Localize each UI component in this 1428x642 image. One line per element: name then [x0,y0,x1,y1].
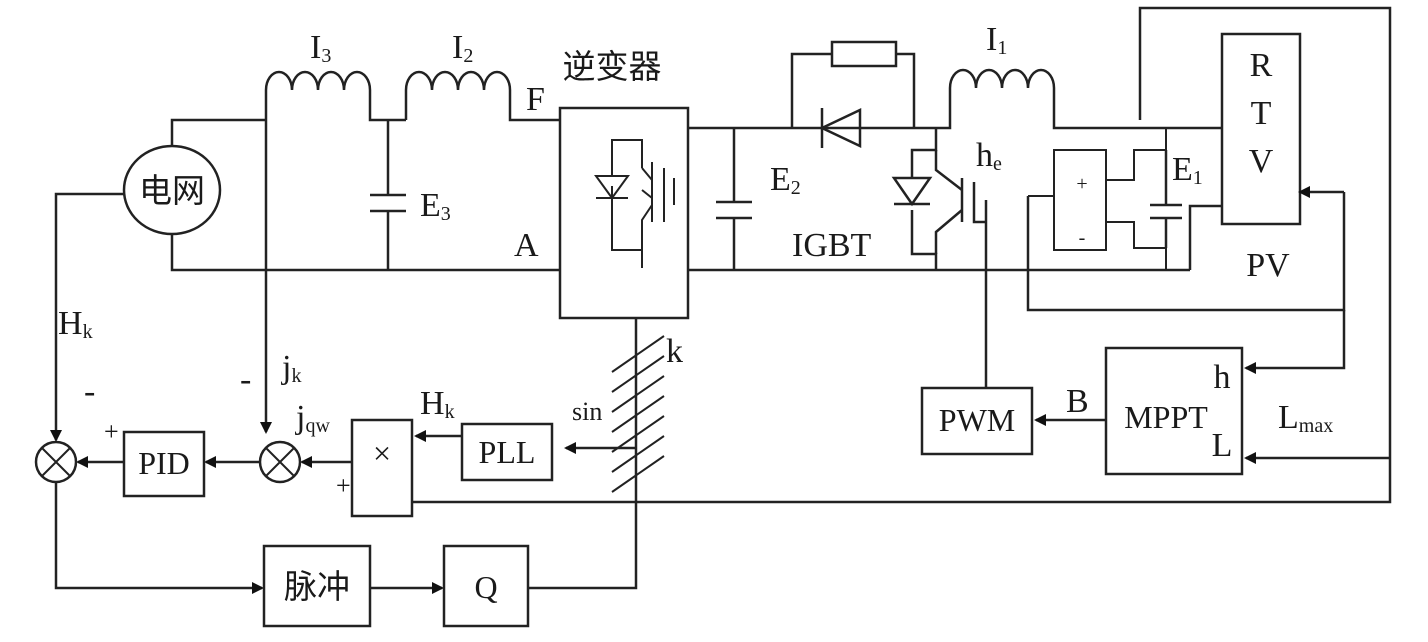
k-label: k [666,333,683,370]
hk-mid-label: Hk [420,385,455,423]
k-sensor-hatch [611,335,665,493]
inverter-title: 逆变器 [563,49,662,86]
inductor-i1 [936,68,1222,130]
summer-jk [258,440,302,484]
minus-left-sign: - [84,373,95,410]
q-block: Q [442,544,530,628]
pulse-label: 脉冲 [284,569,350,606]
f-label: F [526,81,545,118]
igbt-label: IGBT [792,227,872,264]
i3-label: I3 [310,29,331,67]
a-label: A [514,227,539,264]
q-label: Q [474,569,497,605]
pwm-label: PWM [939,402,1015,438]
pv-feedback-wire [1026,192,1346,312]
lmax-loop-wire [412,6,1392,504]
igbt-switch [891,128,988,356]
pwm-block: PWM [920,386,1034,456]
pll-block: PLL [460,422,554,482]
multiplier-block: × [350,418,414,518]
cap-minus-sign: - [1079,227,1086,249]
plus-pid-sign: + [104,417,119,446]
hk-left-label: Hk [58,305,93,343]
resistor-branch [790,52,916,128]
pulse-block: 脉冲 [262,544,372,628]
e3-label: E3 [420,187,451,225]
multiplier-label: × [373,435,391,471]
summer-hk [34,440,78,484]
minus-mid-sign: - [240,361,251,398]
i2-label: I2 [452,29,473,67]
b-label: B [1066,383,1089,420]
grid-label: 电网 [139,173,205,210]
pv-return-wire [1188,204,1222,270]
series-diode [819,108,862,148]
resistor [830,40,898,68]
i1-label: I1 [986,21,1007,59]
mppt-block: MPPT [1104,346,1244,476]
inverter-q-wire [528,318,638,590]
e1-label: E1 [1172,151,1203,189]
mppt-label: MPPT [1124,399,1208,435]
summer-to-pulse-arrow [54,482,264,594]
pv-label: PV [1246,247,1290,284]
he-label: he [976,137,1002,175]
rtv-v-label: V [1249,143,1274,180]
inductor-i2 [404,70,560,122]
mppt-h-label: h [1214,359,1231,396]
inverter-block [558,106,690,320]
plus-mult-sign: + [336,471,351,500]
grid-top-wire [170,118,266,146]
pv-input-module: + - [1053,128,1182,270]
rtv-r-label: R [1250,47,1273,84]
inductor-i3 [264,70,406,122]
sin-label: sin [572,397,602,426]
lmax-label: Lmax [1278,399,1333,437]
cap-plus-sign: + [1076,173,1087,195]
pv-to-mppt-h-arrow [1244,310,1346,374]
jk-label: jk [281,349,301,387]
pid-block: PID [122,430,206,498]
grid-to-hk-summer-arrow [50,192,124,442]
bottom-rail-left [170,234,560,272]
capacitor-e2 [716,128,752,270]
jqw-label: jqw [295,399,330,437]
pll-label: PLL [479,434,536,470]
capacitor-e3 [370,193,406,213]
rtv-t-label: T [1251,95,1272,132]
mppt-l-label: L [1212,427,1233,464]
rtv-pv-block: R T V [1220,32,1302,226]
grid-node: 电网 [122,144,222,236]
e2-label: E2 [770,161,801,199]
pid-label: PID [138,445,190,481]
